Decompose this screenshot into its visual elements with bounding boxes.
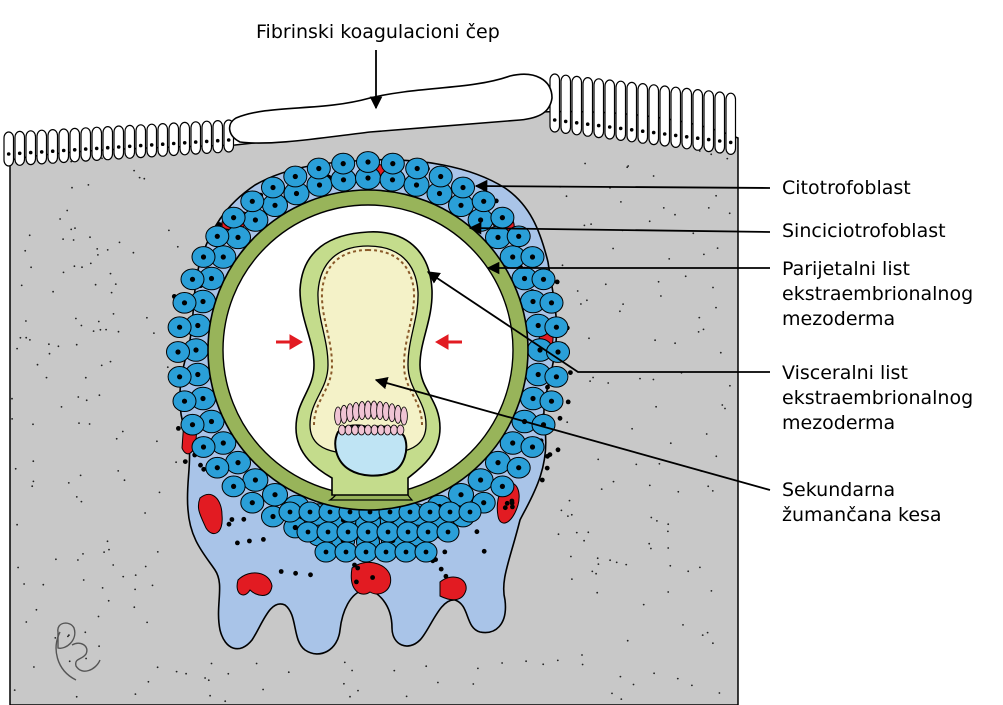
- uterine-epithelium: [3, 73, 737, 167]
- label-syncytiotrophoblast: Sinciciotrofoblast: [782, 220, 946, 242]
- label-visceral-mesoderm: Visceralni list ekstraembrionalnog mezod…: [782, 362, 974, 434]
- label-fibrin-plug: Fibrinski koagulacioni čep: [256, 21, 500, 43]
- cytotrophoblast-cells: [166, 151, 570, 563]
- label-parietal-mesoderm: Parijetalni list ekstraembrionalnog mezo…: [782, 258, 974, 330]
- label-yolk-sac: Sekundarna žumančana kesa: [782, 479, 942, 526]
- leader-lines: [369, 50, 771, 491]
- label-cytotrophoblast: Citotrofoblast: [782, 177, 911, 199]
- embryonic-disc: [334, 400, 408, 436]
- constriction-arrows: [276, 334, 462, 350]
- endoderm-lining: [367, 249, 423, 426]
- secondary-yolk-sac: [309, 245, 427, 453]
- dr-monogram-icon: [55, 622, 101, 681]
- endoderm-lining-left: [313, 249, 369, 426]
